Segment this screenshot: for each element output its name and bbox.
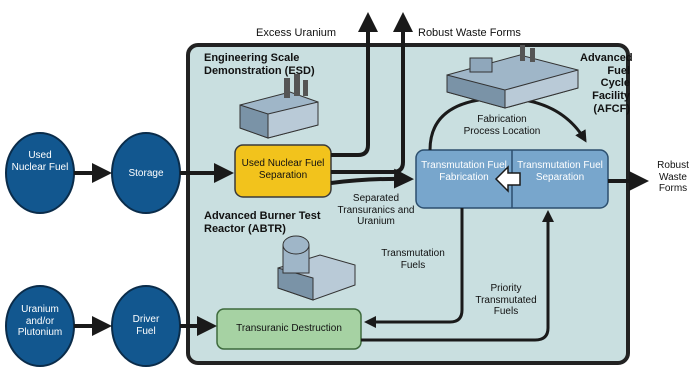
transmutation-fuels-label: Transmutation Fuels: [381, 248, 445, 271]
arrow-transmutation-fuels: [364, 208, 464, 328]
uranium-plutonium-label: Uranium and/or Plutonium: [17, 304, 63, 338]
abtr-reactor-icon: [277, 235, 356, 301]
afcf-title: Advanced Fuel Cycle Facility (AFCF): [580, 52, 633, 115]
separated-transuranics-label: Separated Transuranics and Uranium: [337, 193, 415, 227]
esd-building-icon: [239, 74, 319, 139]
used-fuel-separation-label: Used Nuclear Fuel Separation: [241, 158, 325, 181]
esd-title: Engineering Scale Demonstration (ESD): [204, 52, 315, 77]
transuranic-destruction-label: Transuranic Destruction: [236, 323, 342, 334]
fabrication-process-label: Fabrication Process Location: [463, 114, 541, 137]
transmutation-separation-label: Transmutation Fuel Separation: [517, 160, 603, 183]
excess-uranium-label: Excess Uranium: [256, 27, 337, 39]
robust-waste-top-label: Robust Waste Forms: [418, 27, 521, 39]
arrow-separated-transuranics: [330, 168, 414, 189]
robust-waste-right-label: Robust Waste Forms: [657, 160, 689, 194]
storage-label: Storage: [128, 168, 164, 179]
driver-fuel-label: Driver Fuel: [132, 314, 160, 337]
arrow-priority-fuels: [361, 210, 554, 342]
transuranic-destruction-box: [216, 308, 362, 350]
used-nuclear-fuel-oval: [5, 132, 75, 214]
internal-left-arrow: [494, 165, 521, 193]
afcf-building-icon: [446, 45, 579, 109]
priority-transmutated-label: Priority Transmutated Fuels: [475, 283, 537, 317]
used-nuclear-fuel-label: Used Nuclear Fuel: [11, 150, 69, 173]
arrow-excess-uranium: [331, 12, 378, 157]
abtr-title: Advanced Burner Test Reactor (ABTR): [204, 210, 321, 235]
transmutation-fabrication-label: Transmutation Fuel Fabrication: [421, 160, 507, 183]
